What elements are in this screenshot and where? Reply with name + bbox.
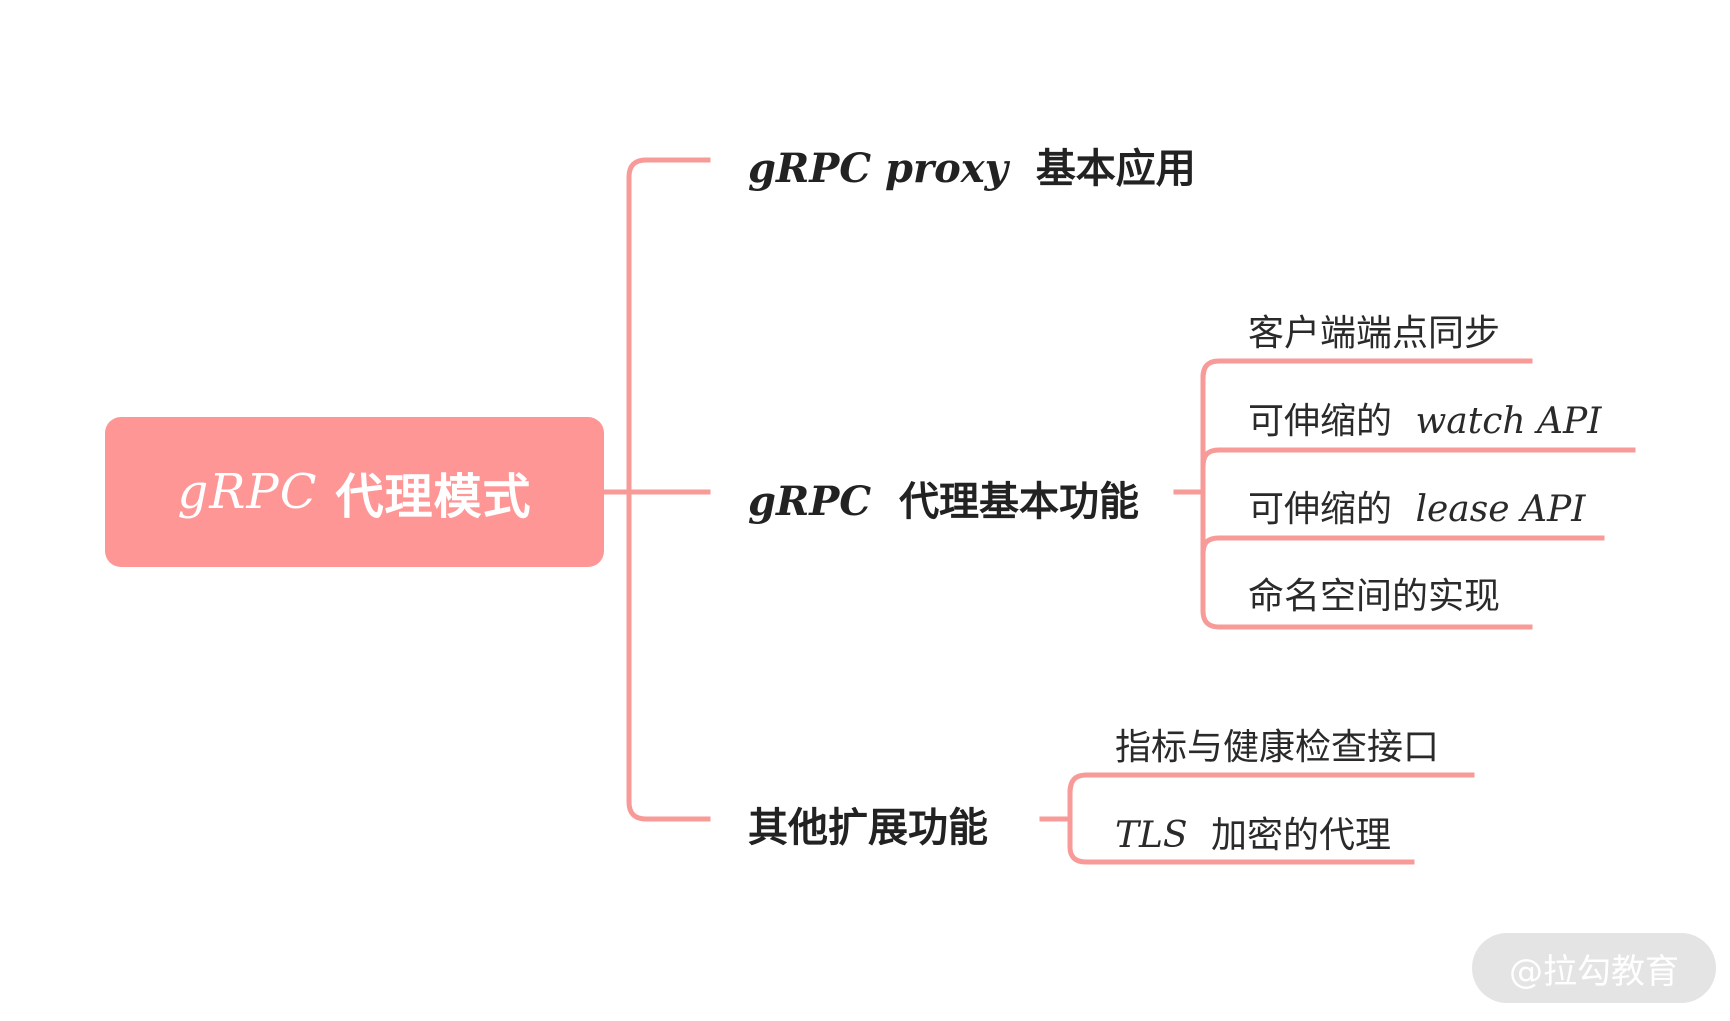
root-label-cjk: 代理模式 [335,469,532,525]
branch-2-label-cjk: 代理基本功能 [899,479,1140,525]
leaf-3-label-latin: lease API [1415,489,1586,530]
branch-3-label-cjk: 其他扩展功能 [748,805,988,851]
leaf-node-3: 可伸缩的 lease API [1248,480,1585,532]
leaf-node-2: 可伸缩的 watch API [1248,392,1601,444]
branch-node-3: 其他扩展功能 [748,795,988,853]
branch-2-label-latin: gRPC [748,478,872,525]
connector-branch3-bracket [1067,789,1415,865]
connector-child-underline-3 [1200,535,1605,555]
watermark: @拉勾教育 [1472,933,1716,1003]
leaf-6-label-latin: TLS [1115,815,1188,856]
branch-node-1: gRPC proxy 基本应用 [748,136,1196,194]
leaf-2-label-cjk: 可伸缩的 [1248,401,1393,442]
leaf-node-1: 客户端端点同步 [1248,304,1500,356]
leaf-6-label-cjk: 加密的代理 [1211,815,1392,856]
leaf-5-label-cjk: 指标与健康检查接口 [1115,727,1440,768]
leaf-2-label-latin: watch API [1415,401,1602,442]
branch-1-label-latin: gRPC proxy [748,145,1008,192]
branch-1-label-cjk: 基本应用 [1035,146,1196,192]
branch-node-2: gRPC 代理基本功能 [748,469,1139,527]
leaf-3-label-cjk: 可伸缩的 [1248,489,1393,530]
leaf-node-4: 命名空间的实现 [1248,567,1500,619]
connector-child-underline-1 [1200,358,1533,380]
leaf-node-6: TLS 加密的代理 [1115,806,1391,858]
connector-child-underline-5 [1067,772,1475,795]
root-node: gRPC 代理模式 [105,417,604,567]
root-label-latin: gRPC [177,464,318,520]
connector-branch2-bracket [1200,374,1533,630]
leaf-1-label-cjk: 客户端端点同步 [1248,313,1501,354]
watermark-text: @拉勾教育 [1509,951,1679,992]
leaf-node-5: 指标与健康检查接口 [1115,718,1439,770]
connector-child-underline-2 [1200,447,1636,468]
leaf-4-label-cjk: 命名空间的实现 [1248,576,1501,617]
